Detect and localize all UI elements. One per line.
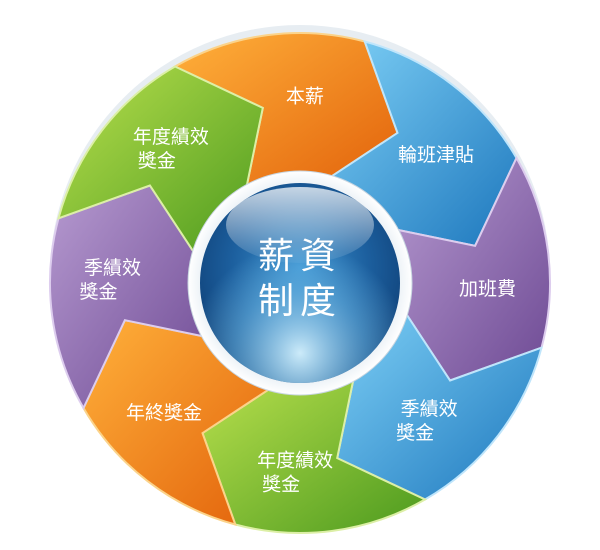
segment-label-3: 加班費 xyxy=(459,278,516,300)
segment-label-2: 輪班津貼 xyxy=(398,144,474,166)
center-title-line-2: 制度 xyxy=(258,281,342,322)
center-sphere-highlight xyxy=(226,187,374,263)
segment-label-1: 本薪 xyxy=(286,86,324,108)
segment-label-6: 年終獎金 xyxy=(126,402,202,424)
center-title-line-1: 薪資 xyxy=(258,236,342,277)
segment-label-5: 年度績效獎金 xyxy=(257,450,333,496)
segment-label-4: 季績效獎金 xyxy=(396,398,458,444)
segment-label-8: 年度績效獎金 xyxy=(133,126,209,172)
segment-label-7: 季績效獎金 xyxy=(79,257,141,303)
